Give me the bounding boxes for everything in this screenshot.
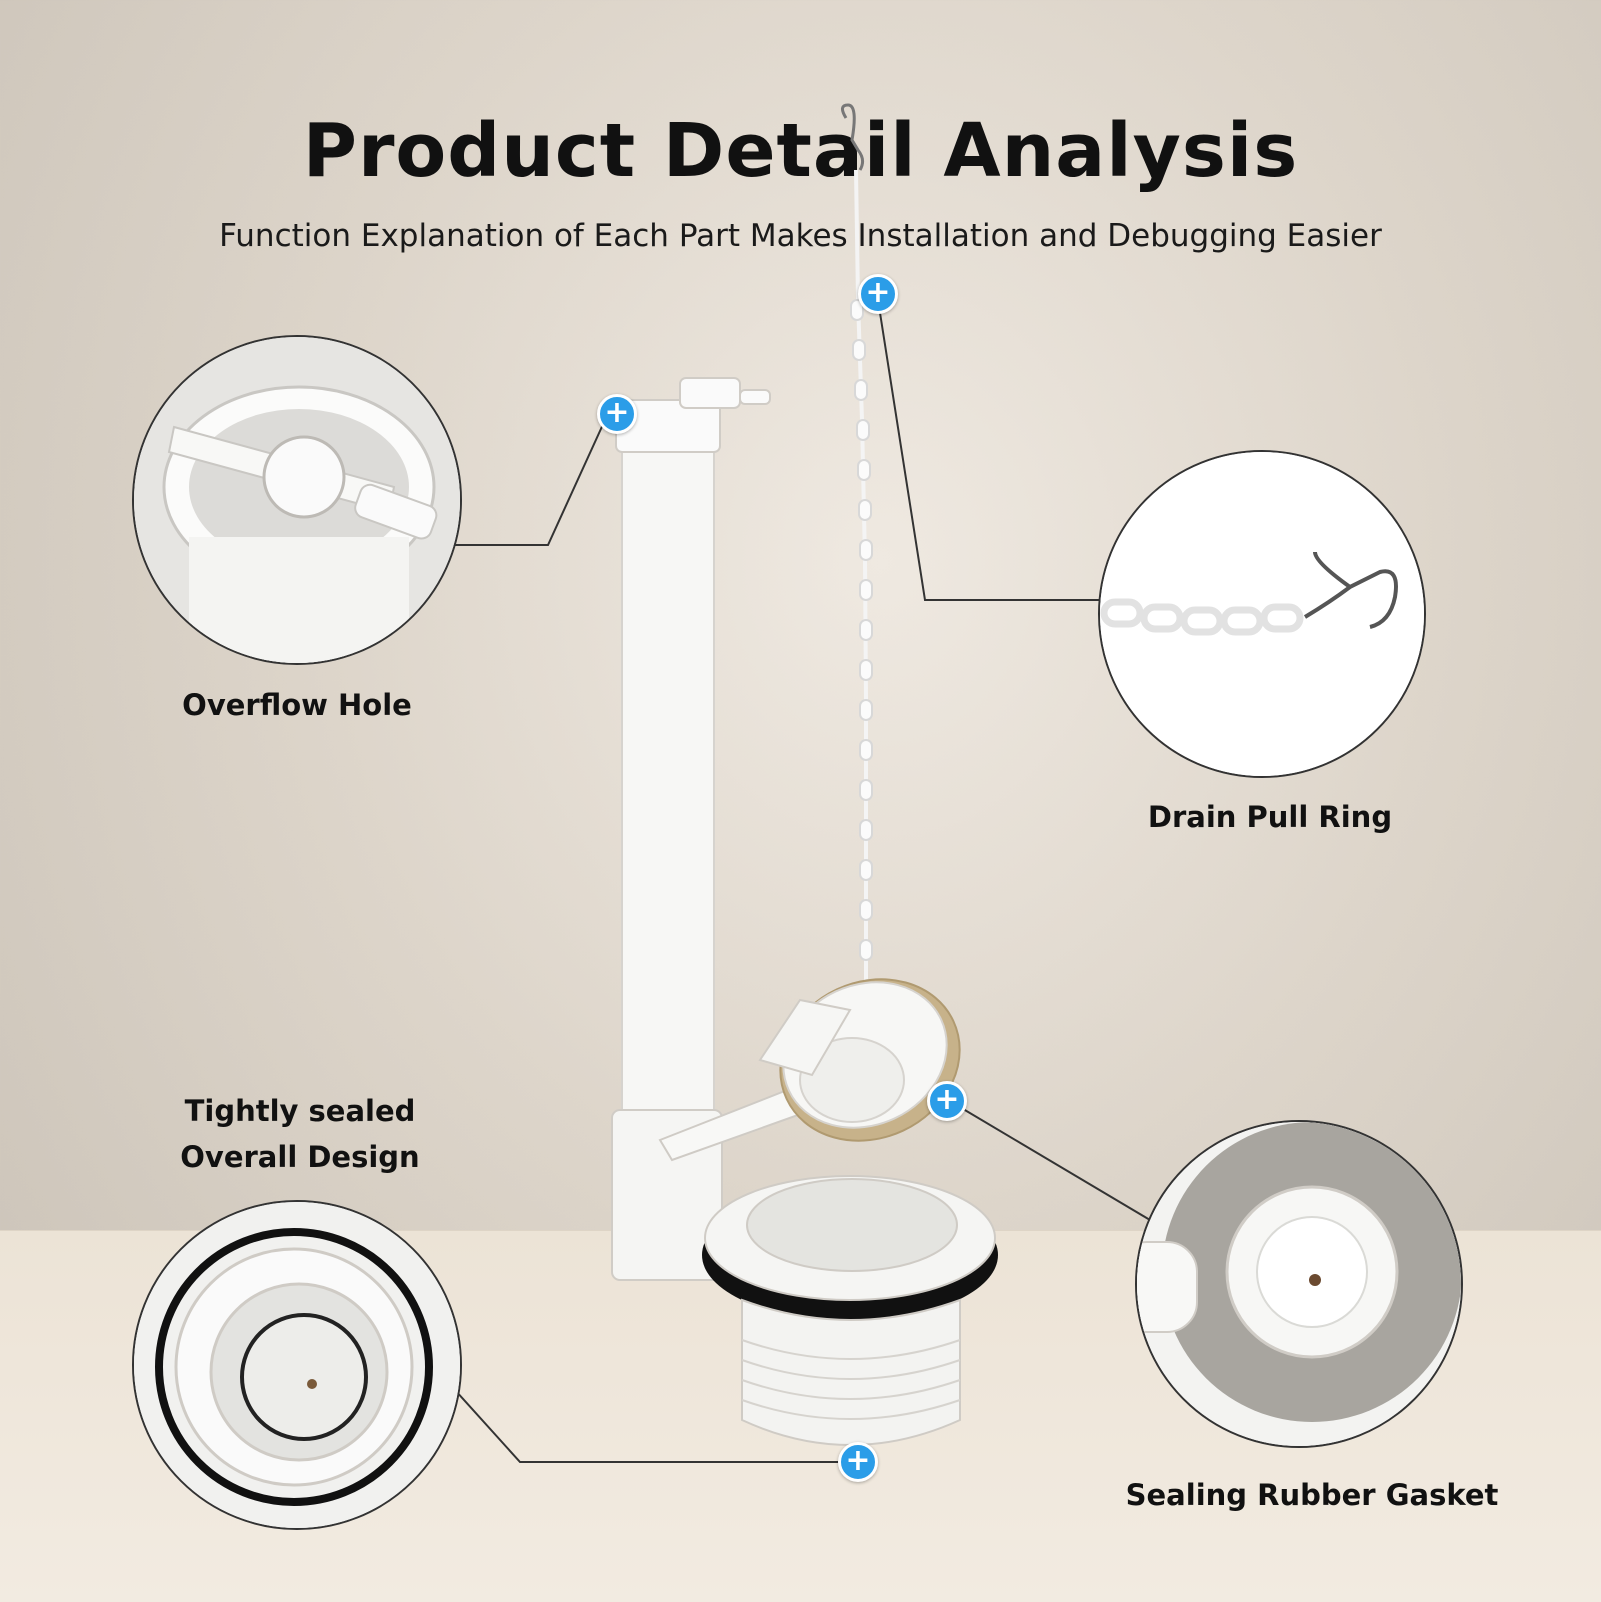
gasket-closeup [1137,1122,1461,1446]
connector-sealed-design [454,1389,850,1463]
gasket-label: Sealing Rubber Gasket [1125,1478,1499,1512]
overflow-hole-closeup [134,337,460,663]
chain-hook [841,103,865,171]
overflow-tube [621,439,715,1161]
hotspot-sealed-design-plus-icon[interactable]: + [838,1442,878,1482]
pull-ring-detail [1098,450,1426,778]
connector-gasket [947,1099,1151,1221]
page-title: Product Detail Analysis [302,108,1299,194]
pull-chain-links [850,299,875,1001]
sealed-design-label-line2: Overall Design [180,1140,420,1174]
hotspot-overflow-plus-icon[interactable]: + [597,394,637,434]
drain-opening [746,1178,958,1272]
overflow-hole-label: Overflow Hole [182,688,412,722]
connector-pull-ring [877,299,1100,601]
hotspot-gasket-plus-icon[interactable]: + [927,1081,967,1121]
page-subtitle: Function Explanation of Each Part Makes … [219,218,1382,254]
gasket-detail [1135,1120,1463,1448]
sealed-design-label: Tightly sealed Overall Design [110,1088,490,1180]
threaded-shank [741,1298,961,1446]
pull-ring-label: Drain Pull Ring [1147,800,1393,834]
sealed-design-label-line1: Tightly sealed [184,1094,416,1128]
drain-seal-closeup [134,1202,460,1528]
connector-overflow [450,419,606,546]
sealed-design-detail [132,1200,462,1530]
pull-ring-closeup [1100,452,1424,776]
hotspot-pull-ring-plus-icon[interactable]: + [858,274,898,314]
flapper-bulb [799,1037,905,1123]
overflow-hole-detail [132,335,462,665]
refill-clip [679,377,741,409]
